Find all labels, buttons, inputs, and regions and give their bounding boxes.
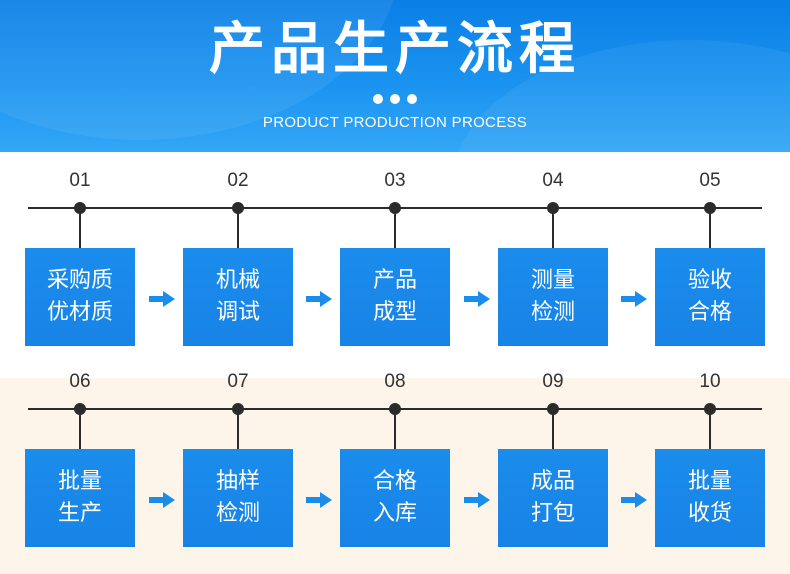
step-label-line-2: 成型 [372, 300, 417, 325]
page-title: 产品生产流程 [209, 17, 581, 82]
step-card: 批量收货 [655, 449, 765, 547]
timeline-connector [709, 207, 711, 248]
timeline-connector [394, 207, 396, 248]
timeline-connector [237, 408, 239, 449]
step-label-line-1: 抽样 [215, 469, 260, 494]
step-card: 测量检测 [498, 248, 608, 346]
right-arrow-icon [149, 291, 175, 307]
step-number: 01 [69, 170, 91, 191]
three-dots-icon [373, 94, 417, 106]
step-label-line-1: 成品 [530, 469, 575, 494]
timeline-connector [79, 408, 81, 449]
right-arrow-icon [149, 492, 175, 508]
step-label-line-1: 合格 [372, 469, 417, 494]
step-number: 06 [69, 371, 91, 392]
step-number: 04 [542, 170, 564, 191]
header-banner: 产品生产流程 PRODUCT PRODUCTION PROCESS [0, 0, 790, 152]
right-arrow-icon [621, 492, 647, 508]
step-number: 03 [384, 170, 406, 191]
step-label-line-1: 批量 [57, 469, 102, 494]
dot [390, 94, 400, 104]
step-number: 07 [227, 371, 249, 392]
step-label-line-2: 生产 [57, 501, 102, 526]
dot [373, 94, 383, 104]
page-subtitle: PRODUCT PRODUCTION PROCESS [262, 114, 528, 131]
step-number: 10 [699, 371, 721, 392]
step-number: 09 [542, 371, 564, 392]
timeline-connector [709, 408, 711, 449]
step-label-line-1: 测量 [530, 268, 575, 293]
step-label-line-2: 收货 [687, 501, 732, 526]
step-label-line-2: 优材质 [46, 300, 113, 325]
step-number: 02 [227, 170, 249, 191]
timeline-connector [552, 408, 554, 449]
step-label-line-2: 合格 [687, 300, 732, 325]
timeline-connector [79, 207, 81, 248]
step-label-line-2: 入库 [372, 501, 417, 526]
step-number: 08 [384, 371, 406, 392]
step-card: 采购质优材质 [25, 248, 135, 346]
step-label-line-1: 产品 [372, 268, 417, 293]
right-arrow-icon [464, 291, 490, 307]
dot [407, 94, 417, 104]
timeline-connector [394, 408, 396, 449]
step-number: 05 [699, 170, 721, 191]
right-arrow-icon [306, 291, 332, 307]
step-label-line-1: 验收 [687, 268, 732, 293]
step-label-line-2: 打包 [530, 501, 575, 526]
step-card: 抽样检测 [183, 449, 293, 547]
step-card: 验收合格 [655, 248, 765, 346]
step-label-line-2: 检测 [530, 300, 575, 325]
step-card: 成品打包 [498, 449, 608, 547]
timeline-connector [237, 207, 239, 248]
step-label-line-1: 机械 [215, 268, 260, 293]
timeline-connector [552, 207, 554, 248]
step-label-line-1: 批量 [687, 469, 732, 494]
step-card: 机械调试 [183, 248, 293, 346]
step-label-line-1: 采购质 [46, 268, 113, 293]
right-arrow-icon [306, 492, 332, 508]
step-card: 产品成型 [340, 248, 450, 346]
right-arrow-icon [621, 291, 647, 307]
step-label-line-2: 调试 [215, 300, 260, 325]
step-label-line-2: 检测 [215, 501, 260, 526]
step-card: 批量生产 [25, 449, 135, 547]
right-arrow-icon [464, 492, 490, 508]
step-card: 合格入库 [340, 449, 450, 547]
